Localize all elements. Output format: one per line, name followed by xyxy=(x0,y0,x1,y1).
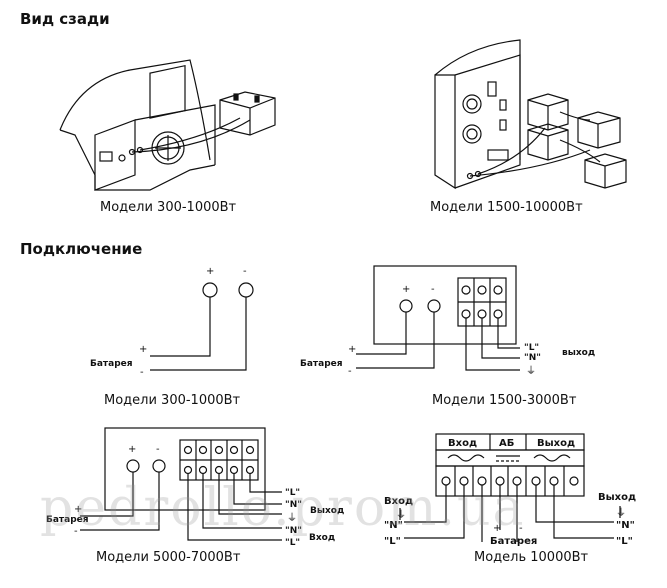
rear-view-heading: Вид сзади xyxy=(20,10,110,28)
battery-label: Батарея xyxy=(46,515,89,525)
battery-minus-label: - xyxy=(140,367,144,378)
rear-view-small-unit xyxy=(59,59,276,191)
input-title-label: Вход xyxy=(309,533,335,543)
header-output-label: Выход xyxy=(537,438,575,449)
battery-plus-label: + xyxy=(348,344,356,355)
ab-battery-label: Батарея xyxy=(490,536,537,547)
caption-rear-large: Модели 1500-10000Вт xyxy=(430,200,583,215)
output-n-label: "N" xyxy=(616,520,635,531)
caption-conn-1500-3000: Модели 1500-3000Вт xyxy=(432,393,577,408)
output-title-label: Выход xyxy=(310,506,344,516)
rear-view-large-unit xyxy=(434,39,627,190)
connection-heading: Подключение xyxy=(20,240,143,258)
ground-icon: ⏚ xyxy=(526,365,536,377)
battery-label: Батарея xyxy=(300,359,343,369)
caption-conn-10000: Модель 10000Вт xyxy=(474,550,589,565)
terminal-minus-label: - xyxy=(156,444,160,455)
terminal-minus-label: - xyxy=(243,266,247,277)
ab-minus-label: - xyxy=(519,523,523,534)
battery-minus-label: - xyxy=(74,526,78,537)
output-label: Выход xyxy=(598,492,636,503)
battery-minus-label: - xyxy=(348,366,352,377)
connection-1500-3000w xyxy=(356,265,520,371)
output-n-label: "N" xyxy=(524,353,541,363)
input-n-label: "N" xyxy=(384,520,403,531)
output-l-label: "L" xyxy=(285,488,300,498)
terminal-plus-label: + xyxy=(128,444,136,455)
output-label: выход xyxy=(562,348,595,358)
terminal-plus-label: + xyxy=(402,284,410,295)
input-l-label: "L" xyxy=(285,538,300,548)
battery-label: Батарея xyxy=(90,359,133,369)
battery-plus-label: + xyxy=(74,504,82,515)
ab-plus-label: + xyxy=(493,523,501,534)
terminal-minus-label: - xyxy=(431,284,435,295)
output-n-label: "N" xyxy=(285,500,302,510)
watermark: pedrollo.prom.ua xyxy=(40,478,526,538)
input-n-label: "N" xyxy=(285,526,302,536)
header-ab-label: АБ xyxy=(499,438,514,449)
output-l-label: "L" xyxy=(616,536,633,547)
connection-300-1000w xyxy=(150,282,254,371)
ground-icon: ⏚ xyxy=(396,509,406,521)
input-label: Вход xyxy=(384,496,413,507)
battery-plus-label: + xyxy=(139,344,147,355)
output-l-label: "L" xyxy=(524,343,539,353)
caption-rear-small: Модели 300-1000Вт xyxy=(100,200,237,215)
header-input-label: Вход xyxy=(448,438,477,449)
ground-icon: ⏚ xyxy=(287,512,297,524)
caption-conn-5000-7000: Модели 5000-7000Вт xyxy=(96,550,241,565)
caption-conn-300-1000: Модели 300-1000Вт xyxy=(104,393,241,408)
terminal-plus-label: + xyxy=(206,266,214,277)
connection-5000-7000w xyxy=(80,427,282,541)
connection-10000w xyxy=(399,433,621,542)
input-l-label: "L" xyxy=(384,536,401,547)
ground-icon: ⏚ xyxy=(616,507,626,519)
